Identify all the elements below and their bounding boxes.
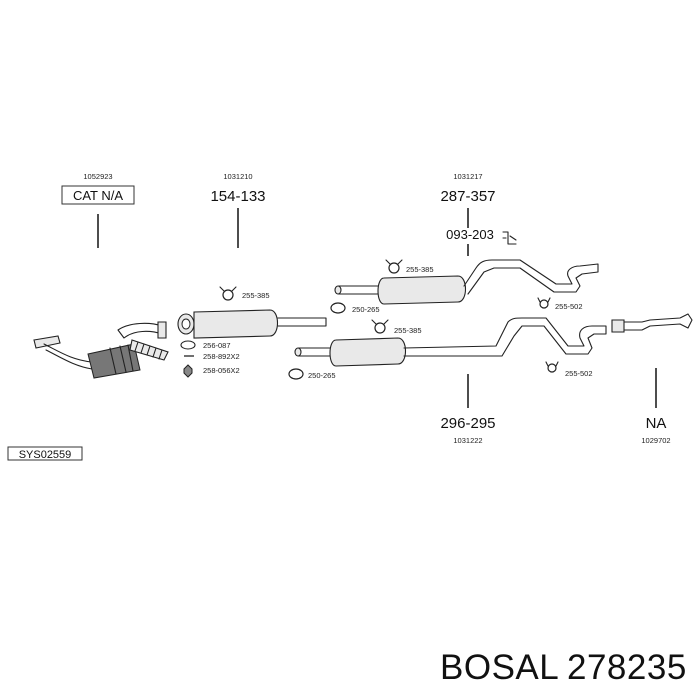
hanger-icon [537,297,551,309]
clamp-icon [385,259,403,274]
article-number: 278235 [567,648,687,687]
mounting-bracket-icon [502,231,517,245]
gasket-icon [330,302,346,314]
tail-part-number: NA [646,415,667,432]
upper-silencer-body [377,275,467,305]
nut-label: 258-056X2 [203,366,240,375]
downpipe [43,343,93,370]
cat-outlet-pipe [117,322,163,339]
lower-clamp-label: 255-385 [394,326,422,335]
gasket-icon [180,340,196,350]
lower-rear-silencer-assembly: 255-385 250-265 255-502 296-295 1031222 [288,317,607,445]
lower-tailpipe [403,317,607,357]
clamp-icon [219,286,237,301]
front-muffler-assembly: 1031210 154-133 255-385 256-087 258-892X… [177,172,327,378]
cat-outlet-flange [157,321,167,339]
lower-code: 1031222 [453,436,482,445]
tail-pipe [623,313,693,331]
gasket-icon [288,368,304,380]
upper-sub-part-number: 093-203 [446,227,494,242]
upper-clamp-label: 255-385 [406,265,434,274]
front-part-number: 154-133 [210,188,265,205]
front-clamp-label: 255-385 [242,291,270,300]
cat-part-number: CAT N/A [73,188,123,203]
upper-part-number: 287-357 [440,188,495,205]
manifold-flange [33,335,61,349]
cat-body [87,343,141,379]
tail-flange [611,319,625,333]
system-code-box [7,446,83,461]
bolt-label: 258-892X2 [203,352,240,361]
cat-part-box [61,185,135,205]
upper-tailpipe [463,259,599,295]
lower-part-number: 296-295 [440,415,495,432]
upper-inlet-pipe [337,285,385,295]
upper-code: 1031217 [453,172,482,181]
front-muffler-body [193,309,279,339]
gasket-label: 256-087 [203,341,231,350]
upper-gasket-label: 250-265 [352,305,380,314]
lower-hanger-label: 255-502 [565,369,593,378]
lower-inlet-pipe [297,347,333,357]
brand-name: BOSAL [440,648,559,687]
nut-icon [183,364,193,378]
upper-rear-silencer-assembly: 1031217 287-357 093-203 255-385 250-265 … [330,172,599,314]
front-code: 1031210 [223,172,252,181]
upper-hanger-label: 255-502 [555,302,583,311]
front-outlet-pipe [277,317,327,327]
system-code: SYS02559 [19,449,72,461]
catalytic-converter-assembly: 1052923 CAT N/A [33,172,169,379]
tail-pipe-assembly: NA 1029702 [611,313,693,445]
cat-code: 1052923 [83,172,112,181]
hanger-icon [545,361,559,373]
clamp-icon [371,319,389,334]
lower-gasket-label: 250-265 [308,371,336,380]
lower-silencer-body [329,337,407,367]
tail-code: 1029702 [641,436,670,445]
